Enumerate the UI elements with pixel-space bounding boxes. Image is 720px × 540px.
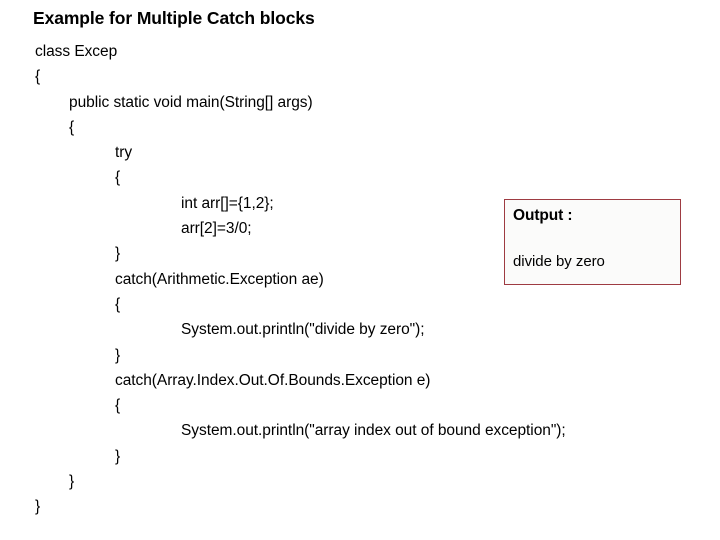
code-line: System.out.println("array index out of b… (181, 422, 566, 440)
code-line: } (35, 498, 41, 516)
code-line: arr[2]=3/0; (181, 220, 252, 238)
code-line: } (115, 447, 121, 465)
output-callout-box: Output : divide by zero (504, 199, 681, 285)
output-result-text: divide by zero (513, 253, 605, 270)
code-line: int arr[]={1,2}; (181, 194, 274, 212)
code-line: { (69, 118, 75, 136)
code-line: { (115, 397, 121, 415)
page-title: Example for Multiple Catch blocks (33, 8, 315, 28)
code-line: System.out.println("divide by zero"); (181, 321, 425, 339)
code-line: catch(Array.Index.Out.Of.Bounds.Exceptio… (115, 371, 431, 389)
code-line: } (115, 245, 121, 263)
code-line: class Excep (35, 43, 118, 60)
code-line: } (69, 473, 75, 491)
code-line: public static void main(String[] args) (69, 93, 313, 111)
code-line: try (115, 144, 133, 162)
code-line: { (115, 295, 121, 313)
output-heading: Output : (513, 207, 573, 224)
code-line: } (115, 346, 121, 364)
code-listing: class Excep { public static void main(St… (0, 39, 720, 520)
code-line: { (115, 169, 121, 187)
code-line: catch(Arithmetic.Exception ae) (115, 270, 324, 288)
code-line: { (35, 68, 41, 86)
